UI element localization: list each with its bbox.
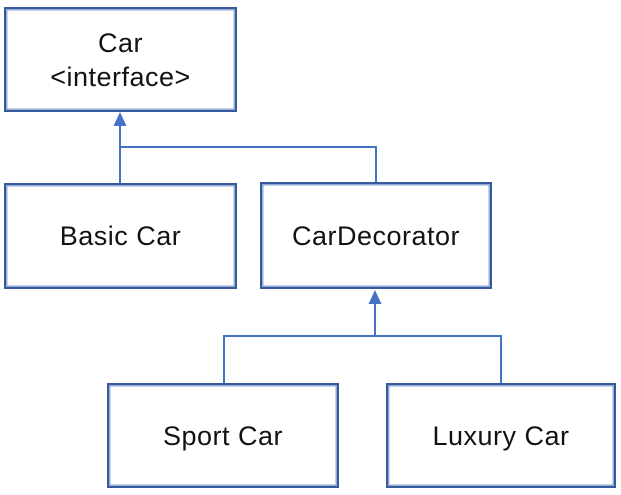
class-box-car-interface: Car <interface> — [4, 7, 237, 112]
class-box-car-decorator: CarDecorator — [260, 182, 492, 289]
class-box-car-interface-stereotype: <interface> — [50, 61, 191, 92]
class-box-sport-car-label: Sport Car — [162, 420, 284, 451]
class-box-car-interface-label: Car — [97, 27, 143, 58]
class-box-luxury-car-label: Luxury Car — [432, 420, 570, 451]
class-box-basic-car-label: Basic Car — [59, 221, 182, 251]
inheritance-arrowhead-to-car-icon — [113, 112, 127, 126]
inheritance-arrowhead-to-cardecorator-icon — [368, 290, 382, 304]
class-box-sport-car: Sport Car — [107, 383, 339, 488]
class-box-luxury-car: Luxury Car — [386, 383, 616, 488]
class-box-car-decorator-label: CarDecorator — [291, 220, 461, 251]
class-box-basic-car: Basic Car — [4, 183, 237, 289]
